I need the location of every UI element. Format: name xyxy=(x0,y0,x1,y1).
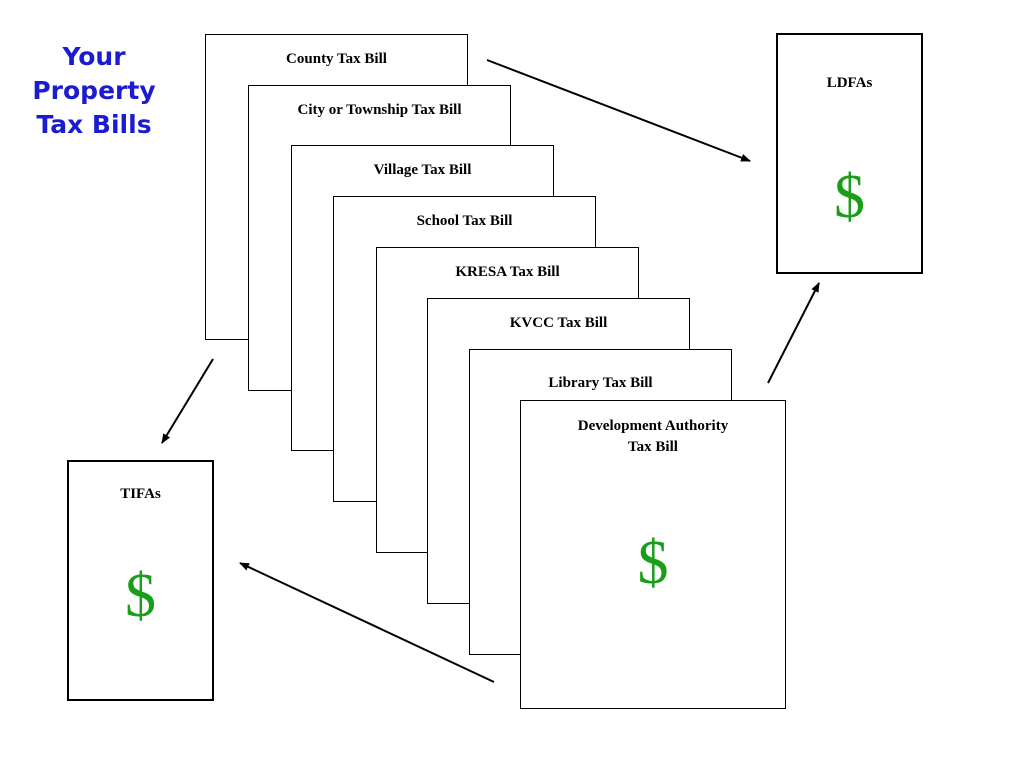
arrow-development-to-ldfas xyxy=(767,282,820,384)
page-title-line-3: Tax Bills xyxy=(36,110,152,139)
tifas-label: TIFAs xyxy=(120,486,161,502)
ldfas-label: LDFAs xyxy=(826,75,873,91)
kvcc-tax-bill-label: KVCC Tax Bill xyxy=(509,315,608,331)
village-tax-bill-label: Village Tax Bill xyxy=(373,162,472,178)
arrow-county-to-tifas xyxy=(161,358,214,444)
arrow-county-to-ldfas xyxy=(486,59,751,162)
county-tax-bill-label: County Tax Bill xyxy=(286,51,387,67)
kresa-tax-bill-label: KRESA Tax Bill xyxy=(455,264,560,280)
ldfas-box: LDFAs $ xyxy=(776,33,923,274)
development-authority-label-line-2: Tax Bill xyxy=(628,439,678,455)
library-tax-bill-label: Library Tax Bill xyxy=(548,375,653,391)
ldfas-dollar-icon: $ xyxy=(834,163,865,231)
development-authority-label-line-1: Development Authority xyxy=(577,418,729,434)
development-authority-tax-bill: Development Authority Tax Bill $ xyxy=(520,400,786,709)
arrow-development-to-tifas xyxy=(239,562,495,683)
page-title: Your Property Tax Bills xyxy=(30,40,158,142)
development-authority-dollar-icon: $ xyxy=(637,529,669,597)
page-title-line-2: Property xyxy=(32,76,156,105)
city-or-township-tax-bill-label: City or Township Tax Bill xyxy=(297,102,462,118)
school-tax-bill-label: School Tax Bill xyxy=(416,213,513,229)
page-title-line-1: Your xyxy=(62,42,126,71)
tifas-box: TIFAs $ xyxy=(67,460,214,701)
tifas-dollar-icon: $ xyxy=(125,562,156,630)
development-authority-tax-bill-label: Development Authority Tax Bill xyxy=(521,416,785,458)
